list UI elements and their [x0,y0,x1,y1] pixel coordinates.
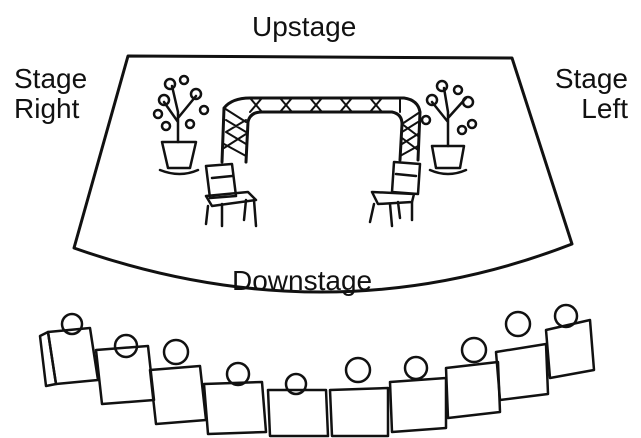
arbor [222,98,420,162]
stage-right-line-2: Right [14,94,87,124]
chair-left [206,164,256,226]
chair-right [370,162,420,226]
audience [40,305,594,436]
stage-right-label: Stage Right [14,64,87,124]
upstage-label: Upstage [252,12,356,42]
stage-left-line-2: Left [542,94,628,124]
potted-plant-right [422,81,476,174]
potted-plant-left [154,76,208,174]
stage-left-label: Stage Left [542,64,628,124]
stage-right-line-1: Stage [14,64,87,94]
downstage-label: Downstage [232,266,372,296]
stage-left-line-1: Stage [542,64,628,94]
stage-outline [74,56,572,292]
